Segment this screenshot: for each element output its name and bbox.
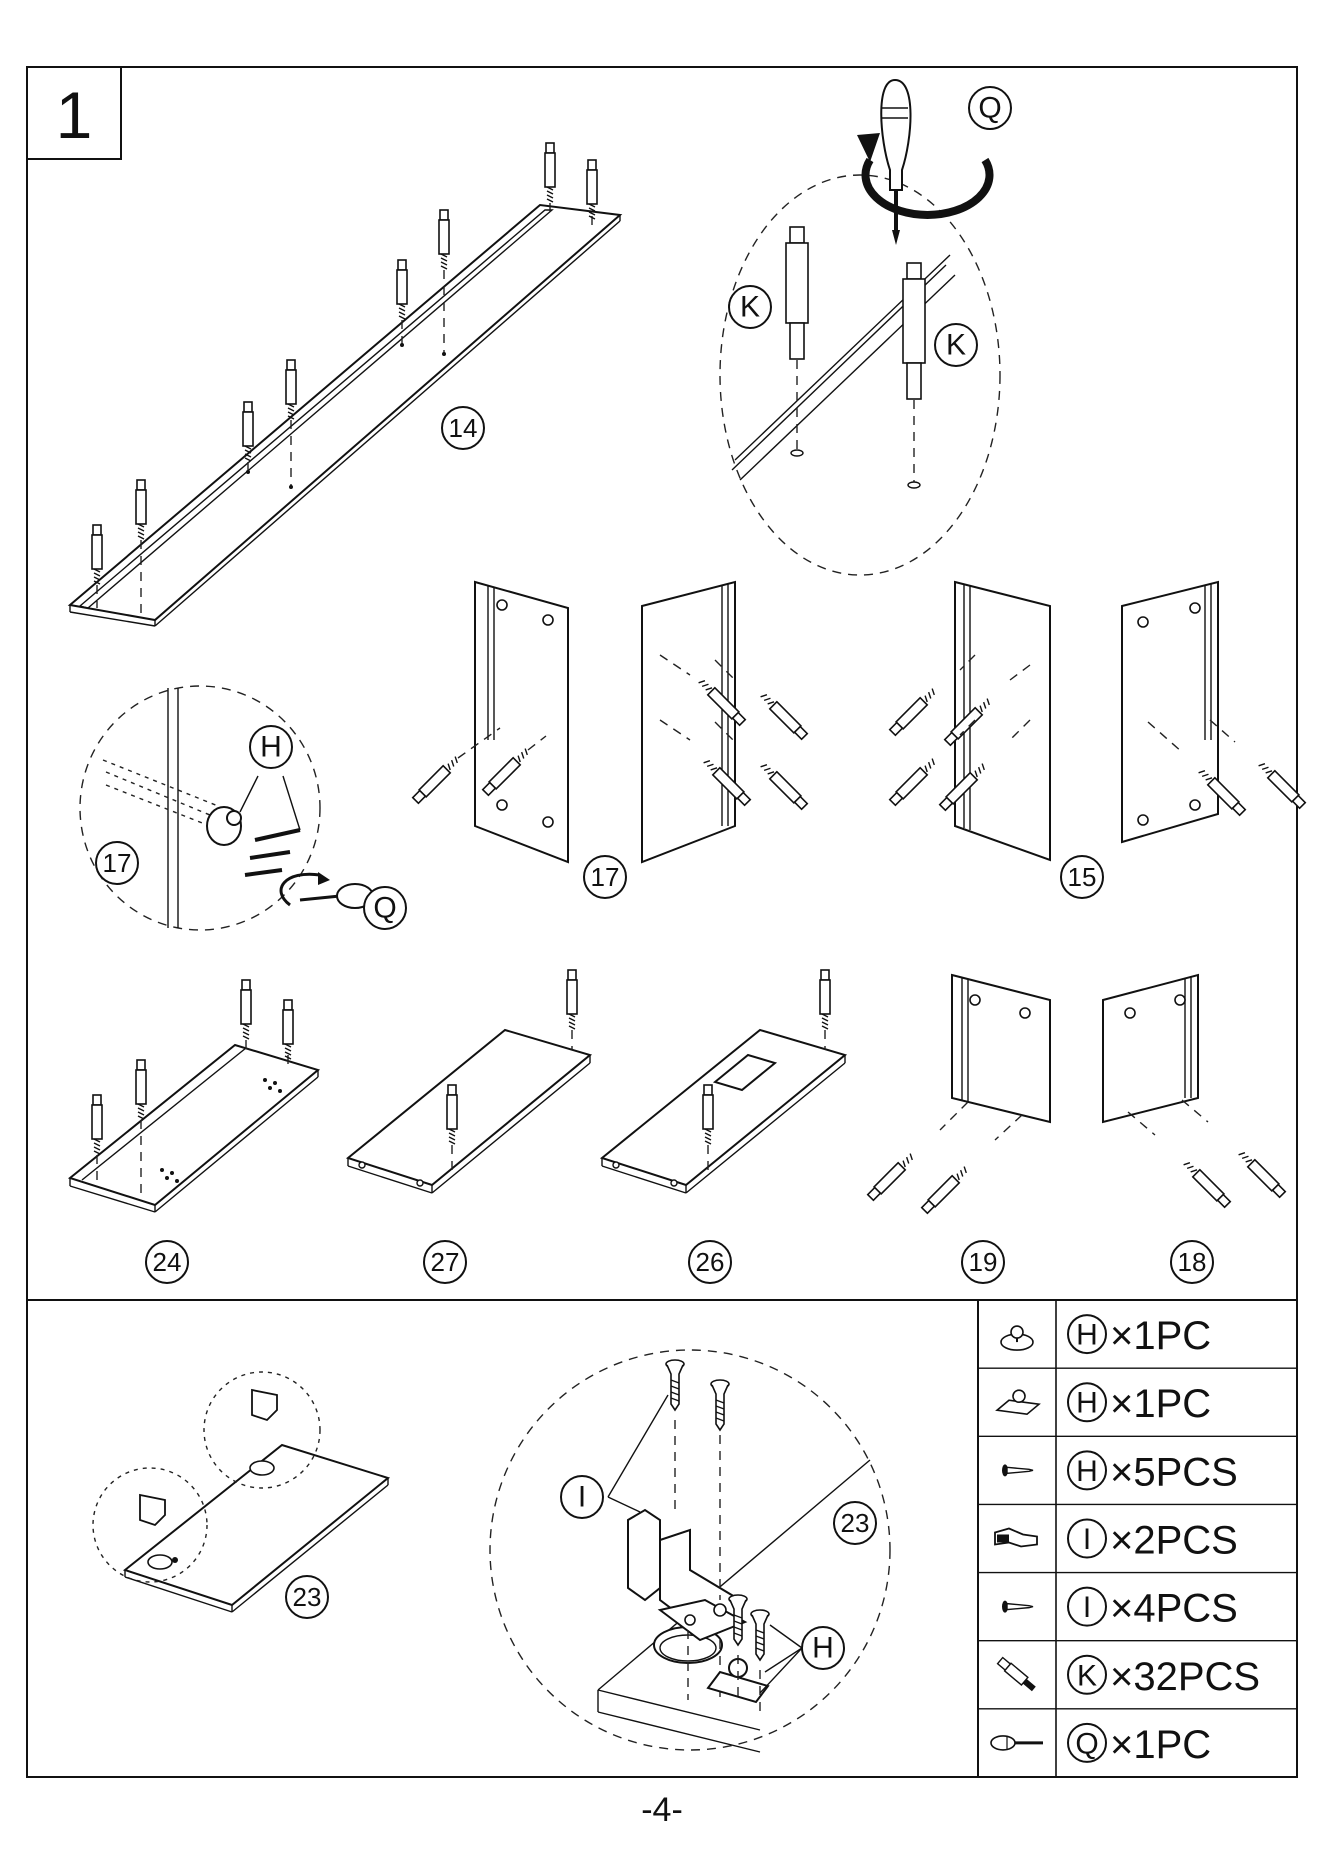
screw-icon xyxy=(1002,1601,1033,1613)
panel-17-pair xyxy=(412,582,808,862)
svg-text:24: 24 xyxy=(153,1247,182,1277)
bracket-plate-icon xyxy=(997,1390,1039,1414)
screwdriver-icon xyxy=(991,1736,1043,1750)
hardware-letter: H xyxy=(1076,1455,1098,1488)
hardware-row: H ×1PC xyxy=(997,1382,1211,1426)
part-label-23-small: 23 xyxy=(286,1576,328,1618)
svg-text:15: 15 xyxy=(1068,862,1097,892)
step-number: 1 xyxy=(56,78,93,152)
round-plate-icon xyxy=(1001,1326,1033,1350)
hardware-row: I ×2PCS xyxy=(995,1518,1238,1562)
panel-19-illustration xyxy=(867,975,1050,1214)
hardware-label-h-detail: H xyxy=(250,726,292,768)
svg-text:H: H xyxy=(812,1632,834,1665)
svg-text:23: 23 xyxy=(841,1508,870,1538)
svg-text:H: H xyxy=(260,731,282,764)
hardware-row: H ×1PC xyxy=(1001,1314,1211,1358)
hardware-label-i-hinge: I xyxy=(561,1476,603,1518)
hardware-letter: I xyxy=(1083,1523,1091,1556)
round-plate-detail xyxy=(80,686,373,930)
svg-text:18: 18 xyxy=(1178,1247,1207,1277)
svg-text:Q: Q xyxy=(978,92,1001,125)
svg-text:Q: Q xyxy=(373,892,396,925)
panel-27-illustration xyxy=(348,970,590,1193)
svg-text:19: 19 xyxy=(969,1247,998,1277)
hardware-letter: H xyxy=(1076,1387,1098,1420)
hinge-detail xyxy=(490,1350,890,1752)
panel-18-illustration xyxy=(1103,975,1286,1208)
hinge-icon xyxy=(995,1528,1037,1546)
hardware-label-k-left: K xyxy=(729,286,771,328)
hardware-label-h-hinge: H xyxy=(802,1627,844,1669)
hardware-row: K ×32PCS xyxy=(997,1655,1260,1699)
part-label-14: 14 xyxy=(442,407,484,449)
part-label-23-detail: 23 xyxy=(834,1502,876,1544)
svg-text:17: 17 xyxy=(103,848,132,878)
screw-icon xyxy=(1002,1464,1033,1476)
hardware-row: Q ×1PC xyxy=(991,1723,1211,1767)
hardware-row: I ×4PCS xyxy=(1002,1587,1238,1631)
hardware-quantity: ×1PC xyxy=(1110,1723,1211,1767)
hardware-letter-badge: H xyxy=(1068,1383,1106,1421)
hardware-letter-badge: I xyxy=(1068,1519,1106,1557)
part-label-26: 26 xyxy=(689,1241,731,1283)
hardware-label-q-detail: Q xyxy=(364,887,406,929)
hardware-quantity: ×4PCS xyxy=(1110,1587,1238,1631)
svg-text:K: K xyxy=(946,329,966,362)
hardware-table: H ×1PC H ×1PC H ×5PCS I ×2PCS I ×4PCS K ×32PCS Q ×1PC xyxy=(978,1300,1297,1777)
part-label-27: 27 xyxy=(424,1241,466,1283)
hardware-letter: K xyxy=(1077,1659,1097,1692)
part-label-17: 17 xyxy=(584,856,626,898)
hardware-label-q-top: Q xyxy=(969,87,1011,129)
svg-text:I: I xyxy=(578,1481,586,1514)
hardware-letter-badge: H xyxy=(1068,1315,1106,1353)
part-label-15: 15 xyxy=(1061,856,1103,898)
svg-text:26: 26 xyxy=(696,1247,725,1277)
hardware-quantity: ×5PCS xyxy=(1110,1450,1238,1494)
cam-bolt-icon xyxy=(997,1657,1037,1693)
hardware-letter-badge: H xyxy=(1068,1451,1106,1489)
hardware-letter: Q xyxy=(1075,1727,1098,1760)
hardware-label-k-right: K xyxy=(935,324,977,366)
page-number: -4- xyxy=(641,1791,683,1829)
part-label-24: 24 xyxy=(146,1241,188,1283)
panel-15-pair xyxy=(889,582,1306,860)
hardware-quantity: ×1PC xyxy=(1110,1314,1211,1358)
hardware-quantity: ×1PC xyxy=(1110,1382,1211,1426)
svg-text:14: 14 xyxy=(449,413,478,443)
hardware-row: H ×5PCS xyxy=(1002,1450,1238,1494)
hardware-letter: I xyxy=(1083,1591,1091,1624)
panel-24-illustration xyxy=(70,980,318,1212)
hardware-letter-badge: K xyxy=(1068,1656,1106,1694)
svg-text:23: 23 xyxy=(293,1582,322,1612)
svg-text:K: K xyxy=(740,291,760,324)
hardware-quantity: ×2PCS xyxy=(1110,1518,1238,1562)
hardware-letter-badge: Q xyxy=(1068,1724,1106,1762)
panel-14-illustration xyxy=(70,143,620,626)
panel-23-small xyxy=(93,1372,388,1612)
part-label-18: 18 xyxy=(1171,1241,1213,1283)
hardware-letter-badge: I xyxy=(1068,1588,1106,1626)
part-label-17-detail: 17 xyxy=(96,842,138,884)
step-number-box: 1 xyxy=(27,67,121,159)
part-label-19: 19 xyxy=(962,1241,1004,1283)
panel-26-illustration xyxy=(602,970,845,1193)
svg-text:27: 27 xyxy=(431,1247,460,1277)
hardware-quantity: ×32PCS xyxy=(1110,1655,1260,1699)
svg-text:17: 17 xyxy=(591,862,620,892)
hardware-letter: H xyxy=(1076,1319,1098,1352)
